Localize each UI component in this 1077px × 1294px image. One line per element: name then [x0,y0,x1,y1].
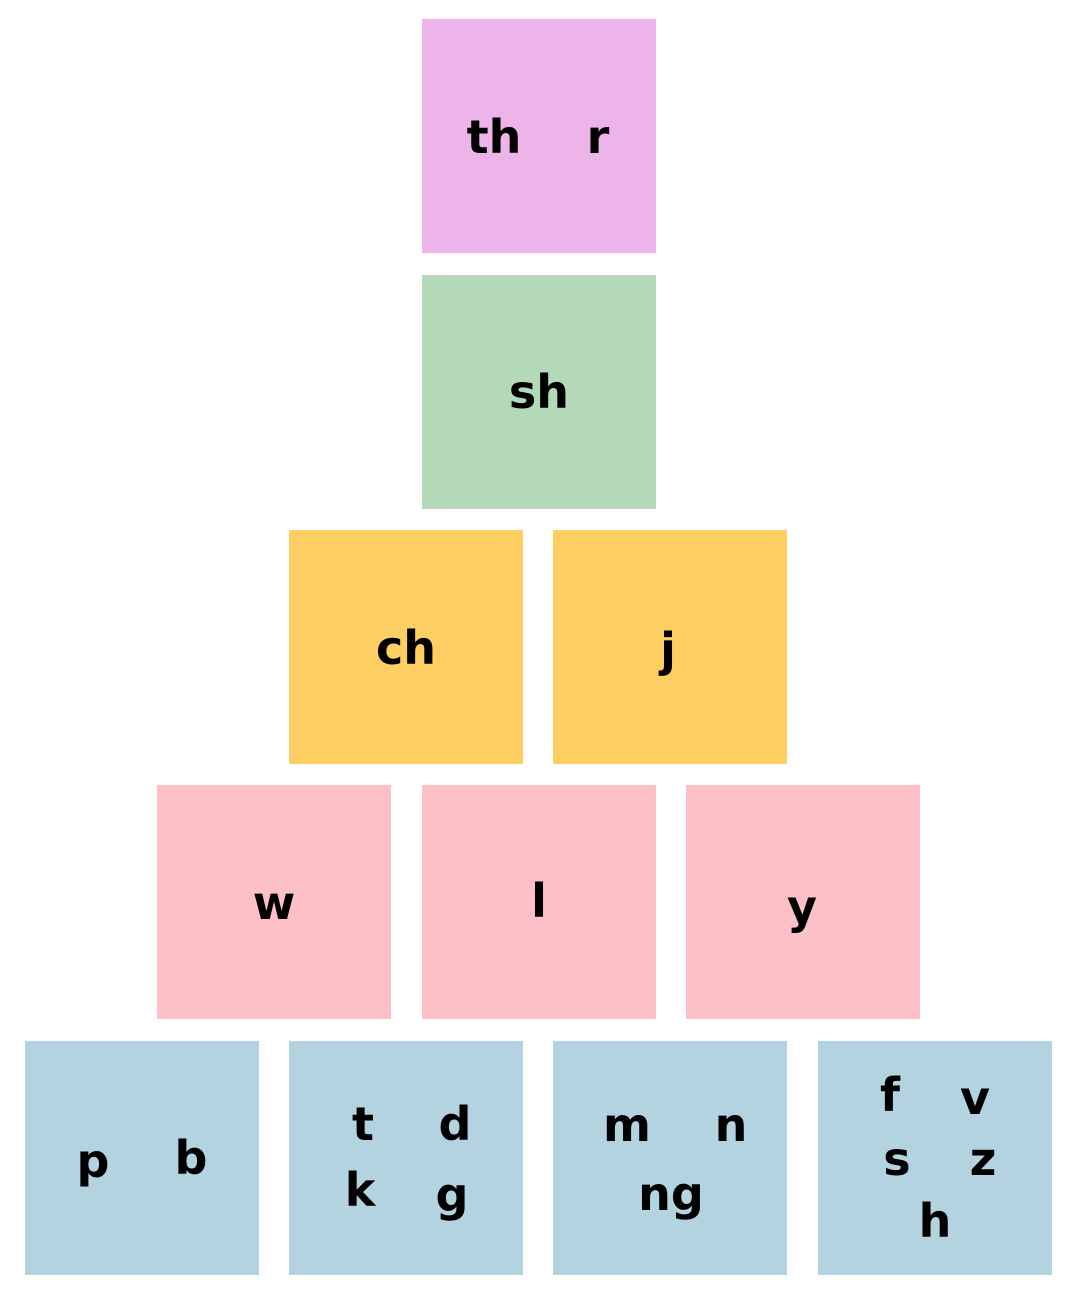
label-th: th [466,110,522,164]
tile-t-d-k-g: t d k g [289,1041,523,1275]
tile-ch: ch [289,530,523,764]
label-y: y [787,880,817,934]
label-s: s [883,1132,911,1186]
label-j: j [660,623,676,677]
tile-y: y [686,785,920,1019]
label-d: d [438,1097,472,1151]
label-t: t [352,1097,374,1151]
tile-f-v-s-z-h: f v s z h [818,1041,1052,1275]
label-k: k [344,1163,376,1217]
label-b: b [174,1131,208,1185]
label-z: z [969,1132,997,1186]
label-sh: sh [508,365,570,419]
label-l: l [531,874,547,928]
label-n: n [714,1098,748,1152]
tile-w: w [157,785,391,1019]
label-ch: ch [375,621,437,675]
tile-sh: sh [422,275,656,509]
tile-th-r: th r [422,19,656,253]
label-m: m [603,1098,651,1152]
label-f: f [879,1068,901,1122]
tile-p-b: p b [25,1041,259,1275]
tile-j: j [553,530,787,764]
label-ng: ng [638,1167,704,1221]
label-p: p [76,1134,110,1188]
tile-m-n-ng: m n ng [553,1041,787,1275]
label-r: r [586,110,610,164]
tile-l: l [422,785,656,1019]
label-v: v [960,1071,990,1125]
label-w: w [252,876,296,930]
label-h: h [918,1194,952,1248]
label-g: g [435,1168,469,1222]
